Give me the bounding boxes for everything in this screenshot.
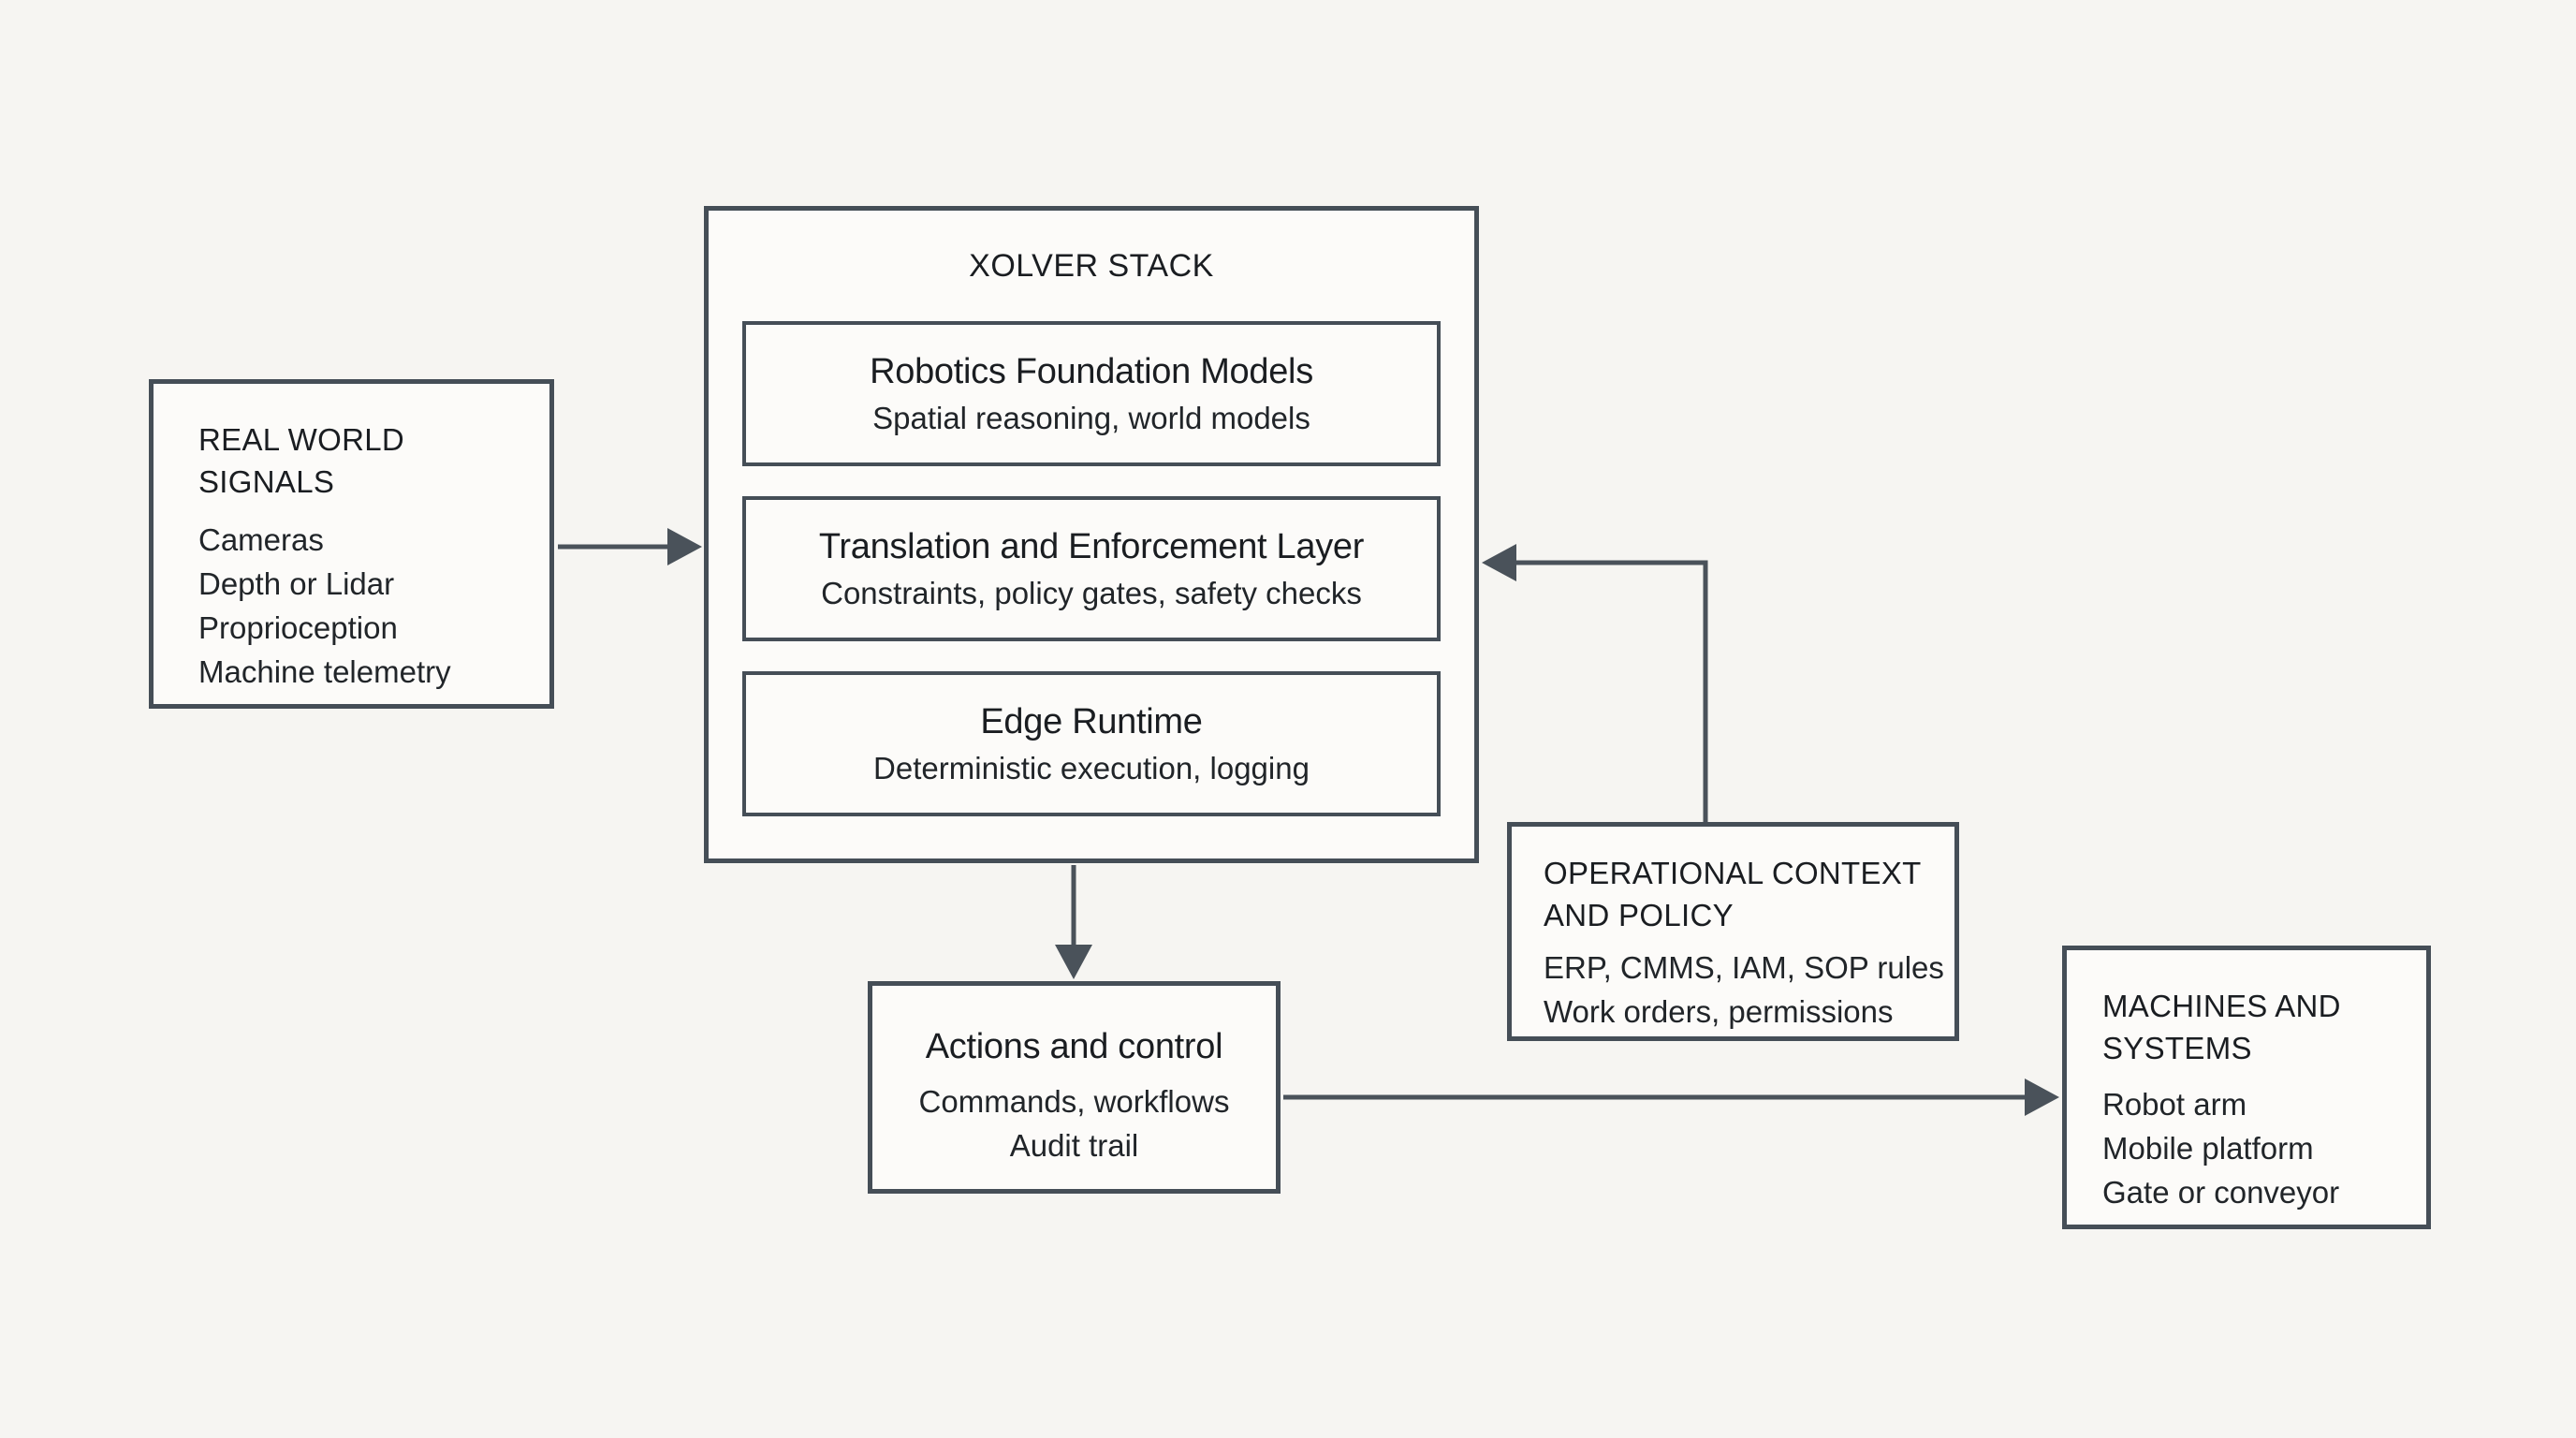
node-item-list: ERP, CMMS, IAM, SOP rules Work orders, p…	[1544, 946, 1947, 1034]
arrow-context-to-stack	[1482, 544, 1708, 822]
list-item: Mobile platform	[2102, 1131, 2314, 1166]
list-item: Work orders, permissions	[1544, 994, 1894, 1029]
arrow-signals-to-stack	[558, 528, 702, 565]
node-actions-and-control: Actions and control Commands, workflows …	[868, 981, 1281, 1194]
list-item: Cameras	[198, 522, 324, 557]
node-title: MACHINES AND SYSTEMS	[2102, 989, 2341, 1065]
layer-subtitle: Constraints, policy gates, safety checks	[821, 575, 1362, 610]
list-item: Proprioception	[198, 610, 398, 645]
arrow-stack-to-actions	[1055, 865, 1092, 979]
arrowhead-down-icon	[1055, 945, 1092, 979]
layer-title: Translation and Enforcement Layer	[818, 526, 1365, 566]
stack-title: XOLVER STACK	[969, 247, 1214, 284]
node-title: OPERATIONAL CONTEXT AND POLICY	[1544, 856, 1921, 932]
layer-title: Edge Runtime	[980, 701, 1203, 741]
layer-translation-enforcement: Translation and Enforcement Layer Constr…	[742, 496, 1441, 641]
node-xolver-stack: XOLVER STACK Robotics Foundation Models …	[704, 206, 1479, 863]
layer-subtitle: Spatial reasoning, world models	[872, 400, 1310, 435]
list-item: Commands, workflows	[918, 1084, 1230, 1119]
node-operational-context-policy: OPERATIONAL CONTEXT AND POLICY ERP, CMMS…	[1507, 822, 1959, 1041]
list-item: Audit trail	[1009, 1128, 1139, 1163]
list-item: Robot arm	[2102, 1087, 2247, 1122]
arrowhead-right-icon	[667, 528, 702, 565]
node-item-list: Robot arm Mobile platform Gate or convey…	[2102, 1082, 2421, 1214]
node-item-list: Cameras Depth or Lidar Proprioception Ma…	[198, 518, 540, 694]
layer-subtitle: Deterministic execution, logging	[873, 750, 1310, 785]
list-item: Gate or conveyor	[2102, 1175, 2340, 1210]
arrowhead-right-icon	[2025, 1078, 2059, 1116]
node-machines-and-systems: MACHINES AND SYSTEMS Robot arm Mobile pl…	[2062, 946, 2431, 1229]
list-item: Machine telemetry	[198, 654, 451, 689]
layer-robotics-foundation-models: Robotics Foundation Models Spatial reaso…	[742, 321, 1441, 466]
node-title: REAL WORLD SIGNALS	[198, 422, 404, 499]
node-title: Actions and control	[925, 1027, 1223, 1066]
layer-title: Robotics Foundation Models	[870, 351, 1313, 391]
arrow-actions-to-machines	[1283, 1078, 2059, 1116]
node-real-world-signals: REAL WORLD SIGNALS Cameras Depth or Lida…	[149, 379, 554, 709]
arrowhead-left-icon	[1482, 544, 1516, 581]
stack-layers: Robotics Foundation Models Spatial reaso…	[742, 321, 1441, 816]
layer-edge-runtime: Edge Runtime Deterministic execution, lo…	[742, 671, 1441, 816]
list-item: ERP, CMMS, IAM, SOP rules	[1544, 950, 1944, 985]
list-item: Depth or Lidar	[198, 566, 395, 601]
node-item-list: Commands, workflows Audit trail	[919, 1079, 1230, 1167]
